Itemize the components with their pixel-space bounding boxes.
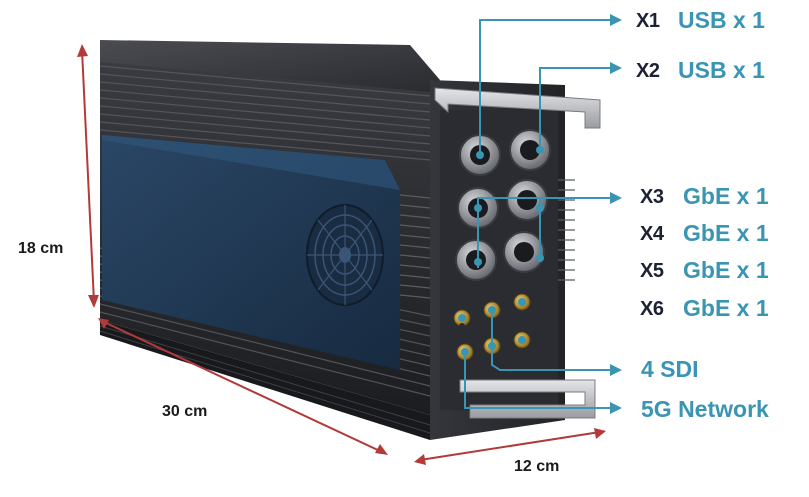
fan-grille-icon	[306, 204, 384, 306]
sdi-label: 4 SDI	[641, 356, 699, 382]
port-x2-id: X2	[636, 60, 660, 82]
port-x4-id: X4	[640, 223, 664, 245]
port-x6-desc: GbE x 1	[683, 295, 769, 321]
network-label: 5G Network	[641, 396, 769, 422]
dimension-arrowheads	[77, 44, 606, 465]
dimension-lines	[81, 49, 601, 461]
height-dimension-label: 18 cm	[18, 240, 64, 257]
port-x1-id: X1	[636, 10, 660, 32]
blue-side-panel	[102, 135, 431, 370]
port-x3-id: X3	[640, 186, 664, 208]
depth-dimension-label: 12 cm	[514, 458, 560, 475]
port-x1-desc: USB x 1	[678, 7, 765, 33]
callout-arrowheads	[610, 14, 622, 414]
callout-dots	[458, 146, 544, 356]
port-x5-id: X5	[640, 260, 664, 282]
length-dimension-label: 30 cm	[162, 403, 208, 420]
port-x2-desc: USB x 1	[678, 57, 765, 83]
callout-lines	[464, 19, 610, 409]
top-handle	[434, 87, 601, 129]
port-x6-id: X6	[640, 298, 664, 320]
port-x3-desc: GbE x 1	[683, 183, 769, 209]
usb-connector-x2	[509, 129, 551, 171]
port-x5-desc: GbE x 1	[683, 257, 769, 283]
gbe-connector-x6	[503, 231, 545, 273]
port-x4-desc: GbE x 1	[683, 220, 769, 246]
